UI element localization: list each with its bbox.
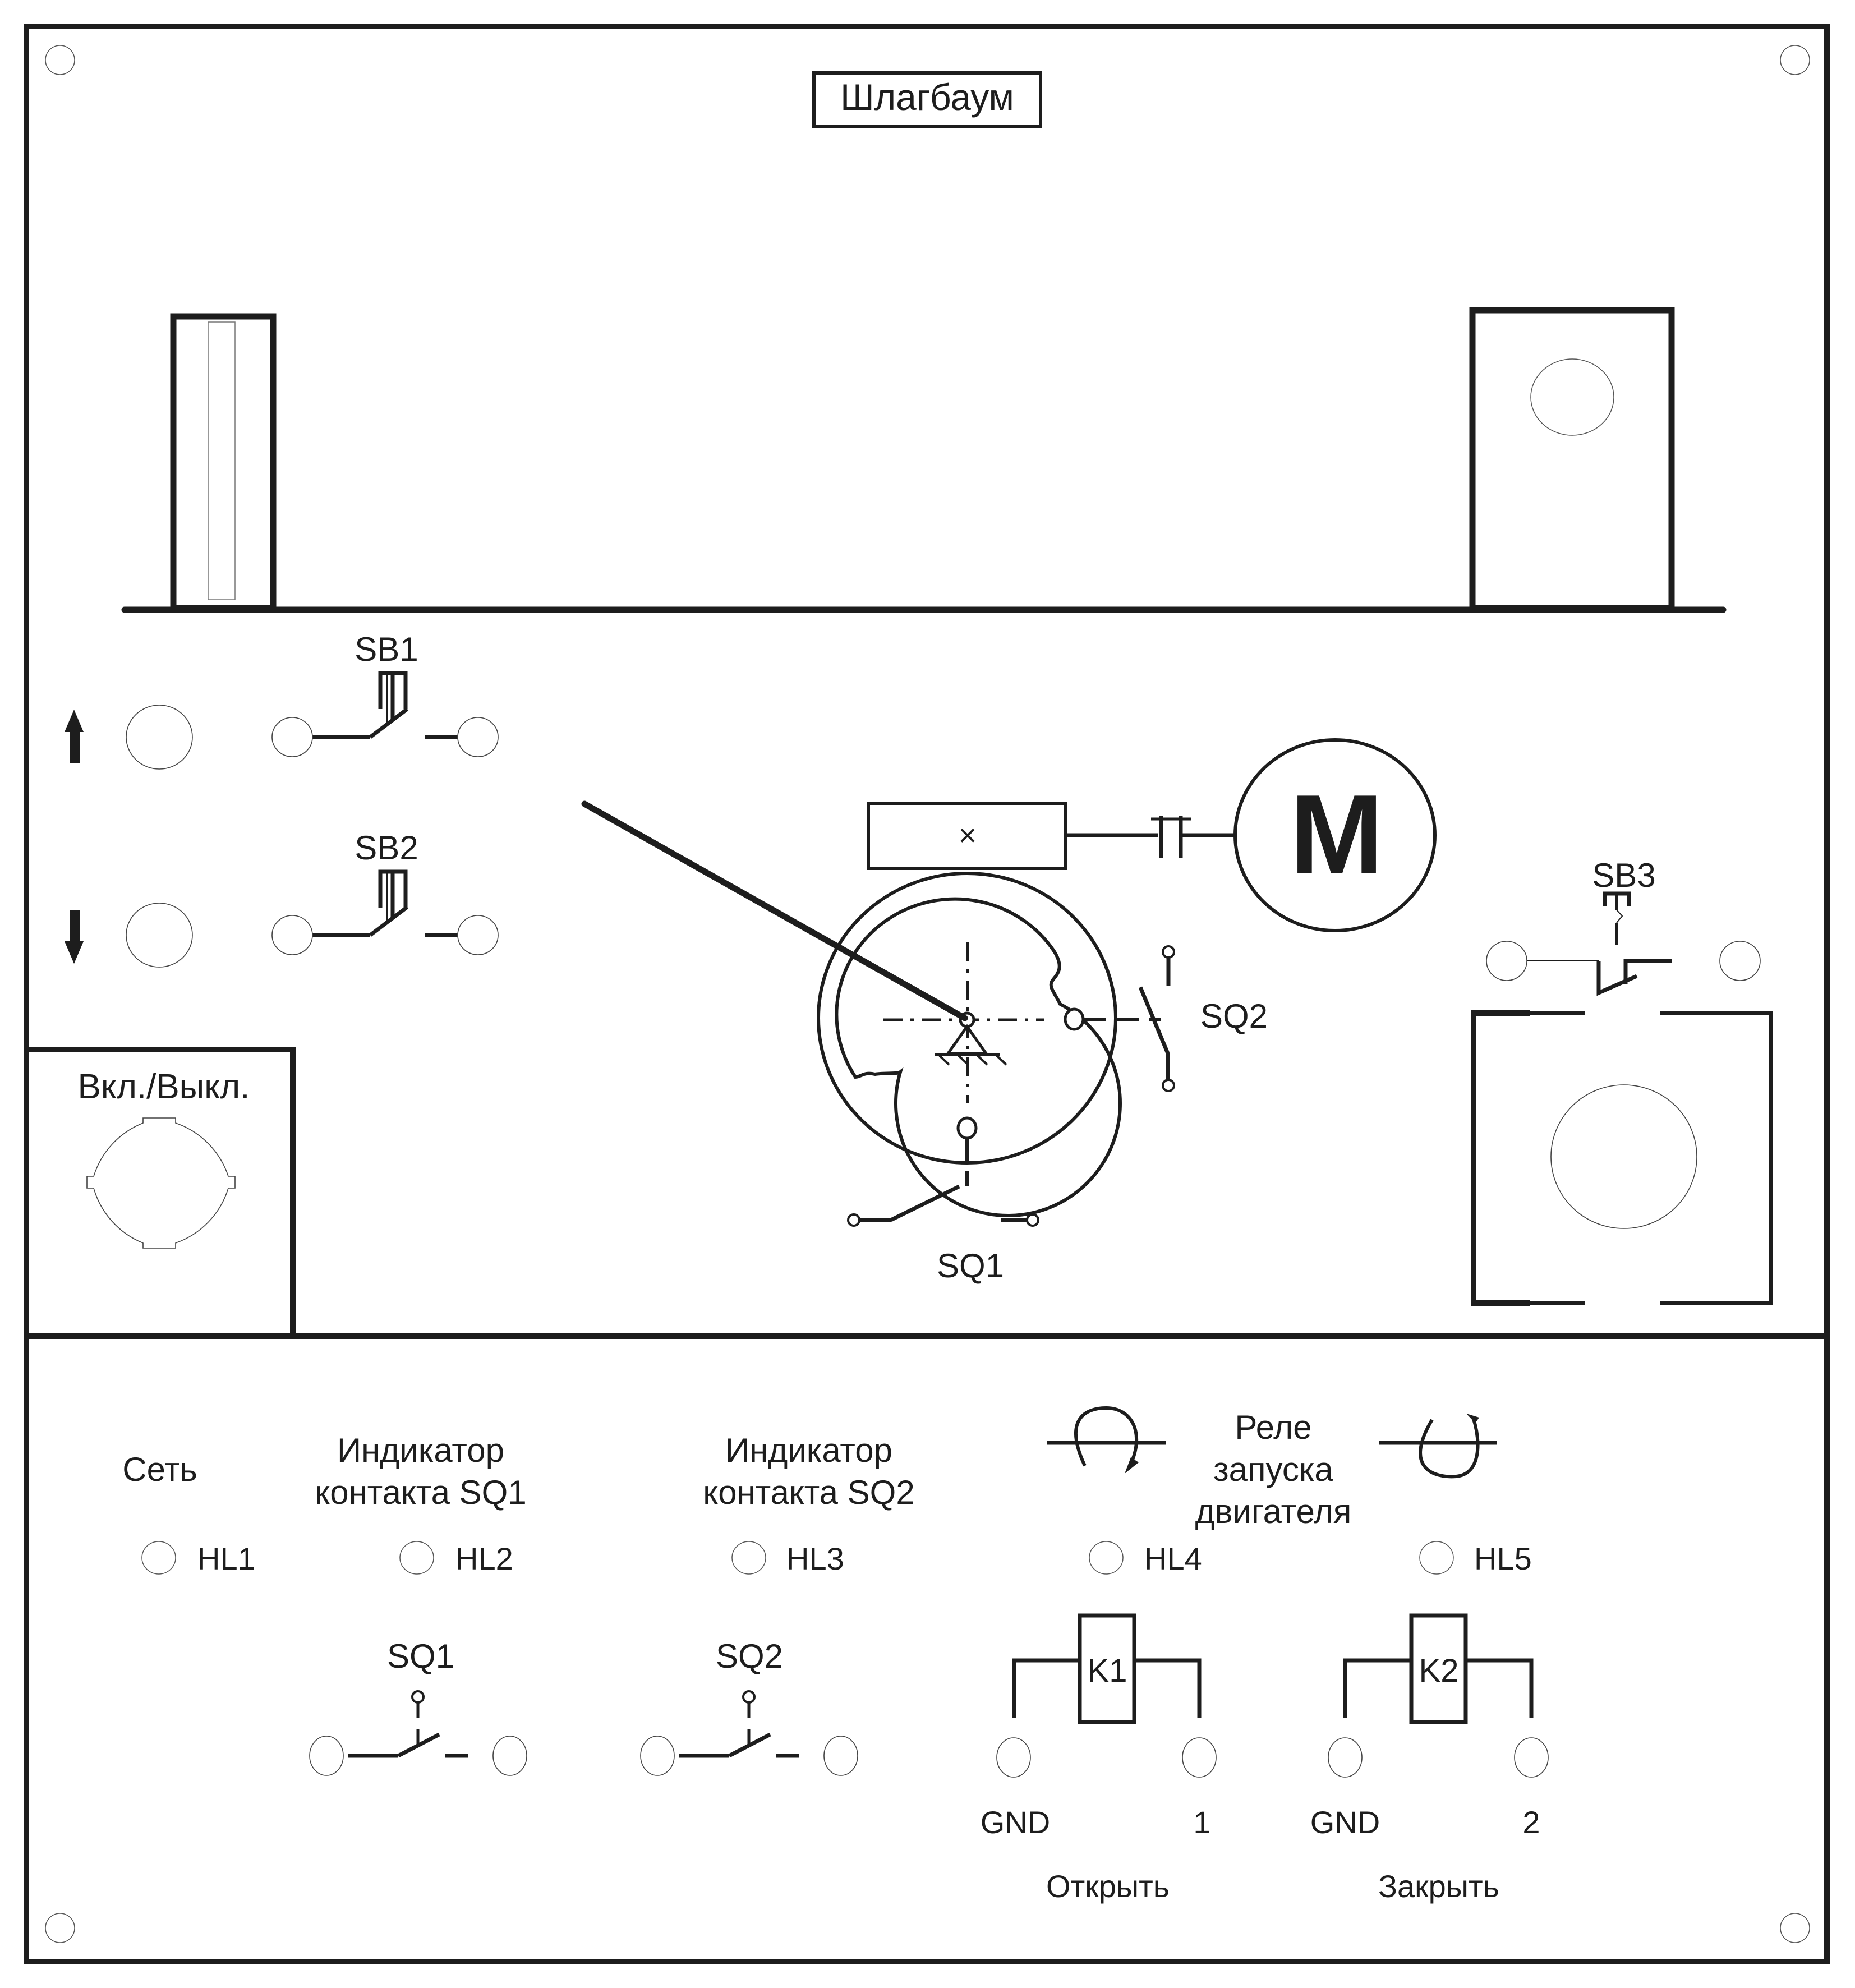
indicator-hl3-label: HL3 <box>786 1541 844 1576</box>
mounting-hole-icon <box>45 1913 75 1943</box>
cam-profile <box>835 897 1122 1218</box>
sb3-housing-left-bar <box>1474 1011 1585 1305</box>
relay-k1-action: Открыть <box>1046 1869 1170 1904</box>
indicator-hl3-caption-line1: Индикатор <box>725 1432 892 1469</box>
indicator-hl2-label: HL2 <box>455 1541 513 1576</box>
terminal-sb1-right[interactable] <box>457 717 499 757</box>
terminal-sq2-left[interactable] <box>640 1736 675 1776</box>
terminal-sb1-left[interactable] <box>271 717 313 757</box>
button-group-sb3: SB3 <box>1471 857 1773 1306</box>
indicator-hl2-caption-line1: Индикатор <box>337 1432 504 1469</box>
right-post-lamp <box>1530 358 1614 436</box>
motor-label: M <box>1290 772 1384 897</box>
terminal-sb3-left[interactable] <box>1486 941 1527 981</box>
limit-switch-sq1: SQ1 <box>847 1116 1039 1285</box>
contact-sq2: SQ2 <box>640 1637 858 1776</box>
mounting-hole-icon <box>1780 45 1810 75</box>
limit-switch-symbol-icon <box>348 1690 468 1758</box>
barrier-illustration <box>121 307 1727 613</box>
terminal-sb2-left[interactable] <box>271 915 313 955</box>
sb1-label: SB1 <box>355 631 418 668</box>
terminal-k2-2[interactable] <box>1514 1737 1549 1778</box>
relay-k2-action: Закрыть <box>1378 1869 1499 1904</box>
panel-title-text: Шлагбаум <box>840 76 1014 118</box>
contact-sq2-label: SQ2 <box>716 1637 783 1675</box>
indicator-lamp-hl1 <box>141 1541 176 1575</box>
power-switch-label: Вкл./Выкл. <box>78 1067 250 1106</box>
button-group-sb1: SB1 <box>65 631 499 770</box>
limit-switch-sq2: SQ2 <box>1064 945 1268 1092</box>
indicator-hl1-label: HL1 <box>197 1541 255 1576</box>
power-switch-box: Вкл./Выкл. <box>26 1047 296 1336</box>
relay-k1-label: K1 <box>1088 1653 1127 1689</box>
nc-pushbutton-symbol-icon <box>1526 891 1672 996</box>
relay-caption-line3: двигателя <box>1195 1493 1352 1530</box>
pushbutton-symbol-icon <box>312 671 464 739</box>
indicator-lamp-hl2 <box>399 1541 434 1575</box>
terminal-k2-2-label: 2 <box>1522 1805 1540 1840</box>
relay-caption-line1: Реле <box>1235 1409 1311 1446</box>
contact-sq1-label: SQ1 <box>387 1637 454 1675</box>
terminal-sb2-right[interactable] <box>457 915 499 955</box>
indicator-hl4: HL4 <box>1089 1541 1202 1576</box>
terminal-k1-1[interactable] <box>1182 1737 1217 1778</box>
power-switch[interactable] <box>86 1117 236 1249</box>
cam-outer-ring <box>817 872 1117 1165</box>
button-sb1[interactable] <box>126 705 193 770</box>
terminal-k2-gnd[interactable] <box>1328 1737 1363 1778</box>
terminal-k1-gnd[interactable] <box>996 1737 1031 1778</box>
contact-sq1: SQ1 <box>309 1637 527 1776</box>
indicator-lamp-hl5 <box>1419 1541 1454 1575</box>
relay-k1: K1 GND 1 Открыть <box>981 1613 1217 1904</box>
motor <box>1233 738 1437 932</box>
left-post-slot <box>208 321 236 600</box>
indicator-hl1: HL1 <box>141 1541 255 1576</box>
terminal-sq1-left[interactable] <box>309 1736 344 1776</box>
indicator-hl3: HL3 <box>731 1541 844 1576</box>
gearbox <box>867 802 1067 870</box>
indicator-hl5-label: HL5 <box>1474 1541 1532 1576</box>
drive-mechanism: × M <box>581 738 1437 1285</box>
right-post <box>1469 307 1675 611</box>
indicator-hl2-caption-line2: контакта SQ1 <box>315 1474 526 1511</box>
indicator-hl1-caption: Сеть <box>122 1451 197 1488</box>
sb3-housing-right <box>1660 1011 1773 1305</box>
gearbox-symbol: × <box>959 817 977 853</box>
terminal-k2-gnd-label: GND <box>1310 1805 1380 1840</box>
sb3-label: SB3 <box>1592 857 1655 894</box>
terminal-sq2-right[interactable] <box>823 1736 858 1776</box>
terminal-sq1-right[interactable] <box>492 1736 527 1776</box>
sq2-label: SQ2 <box>1200 997 1268 1035</box>
relay-k2: K2 GND 2 Закрыть <box>1310 1613 1549 1904</box>
mounting-hole-icon <box>45 45 75 75</box>
indicator-hl5: HL5 <box>1419 1541 1532 1576</box>
sq1-label: SQ1 <box>937 1247 1004 1285</box>
terminal-k1-1-label: 1 <box>1193 1805 1210 1840</box>
relay-k2-label: K2 <box>1419 1653 1459 1689</box>
indicator-hl3-caption-line2: контакта SQ2 <box>703 1474 914 1511</box>
button-group-sb2: SB2 <box>65 829 499 968</box>
terminal-sb3-right[interactable] <box>1719 941 1761 981</box>
terminal-k1-gnd-label: GND <box>981 1805 1050 1840</box>
indicator-lamp-hl4 <box>1089 1541 1124 1575</box>
relay-k1-coil <box>1078 1613 1136 1724</box>
arrow-up-icon <box>65 710 84 763</box>
indicator-hl2: HL2 <box>399 1541 513 1576</box>
barrier-arm <box>581 800 968 1021</box>
sb2-label: SB2 <box>355 829 418 867</box>
rotate-counterclockwise-icon <box>1379 1414 1497 1479</box>
relay-caption-line2: запуска <box>1213 1451 1333 1488</box>
indicator-lamp-hl3 <box>731 1541 766 1575</box>
button-sb2[interactable] <box>126 903 193 968</box>
relay-k2-coil <box>1409 1613 1468 1724</box>
arrow-down-icon <box>65 910 84 964</box>
panel-title: Шлагбаум <box>812 71 1042 128</box>
rotate-clockwise-icon <box>1047 1406 1166 1474</box>
indicator-hl4-label: HL4 <box>1144 1541 1202 1576</box>
limit-switch-symbol-icon <box>679 1690 799 1758</box>
mounting-hole-icon <box>1780 1913 1810 1943</box>
button-sb3[interactable] <box>1550 1084 1697 1229</box>
